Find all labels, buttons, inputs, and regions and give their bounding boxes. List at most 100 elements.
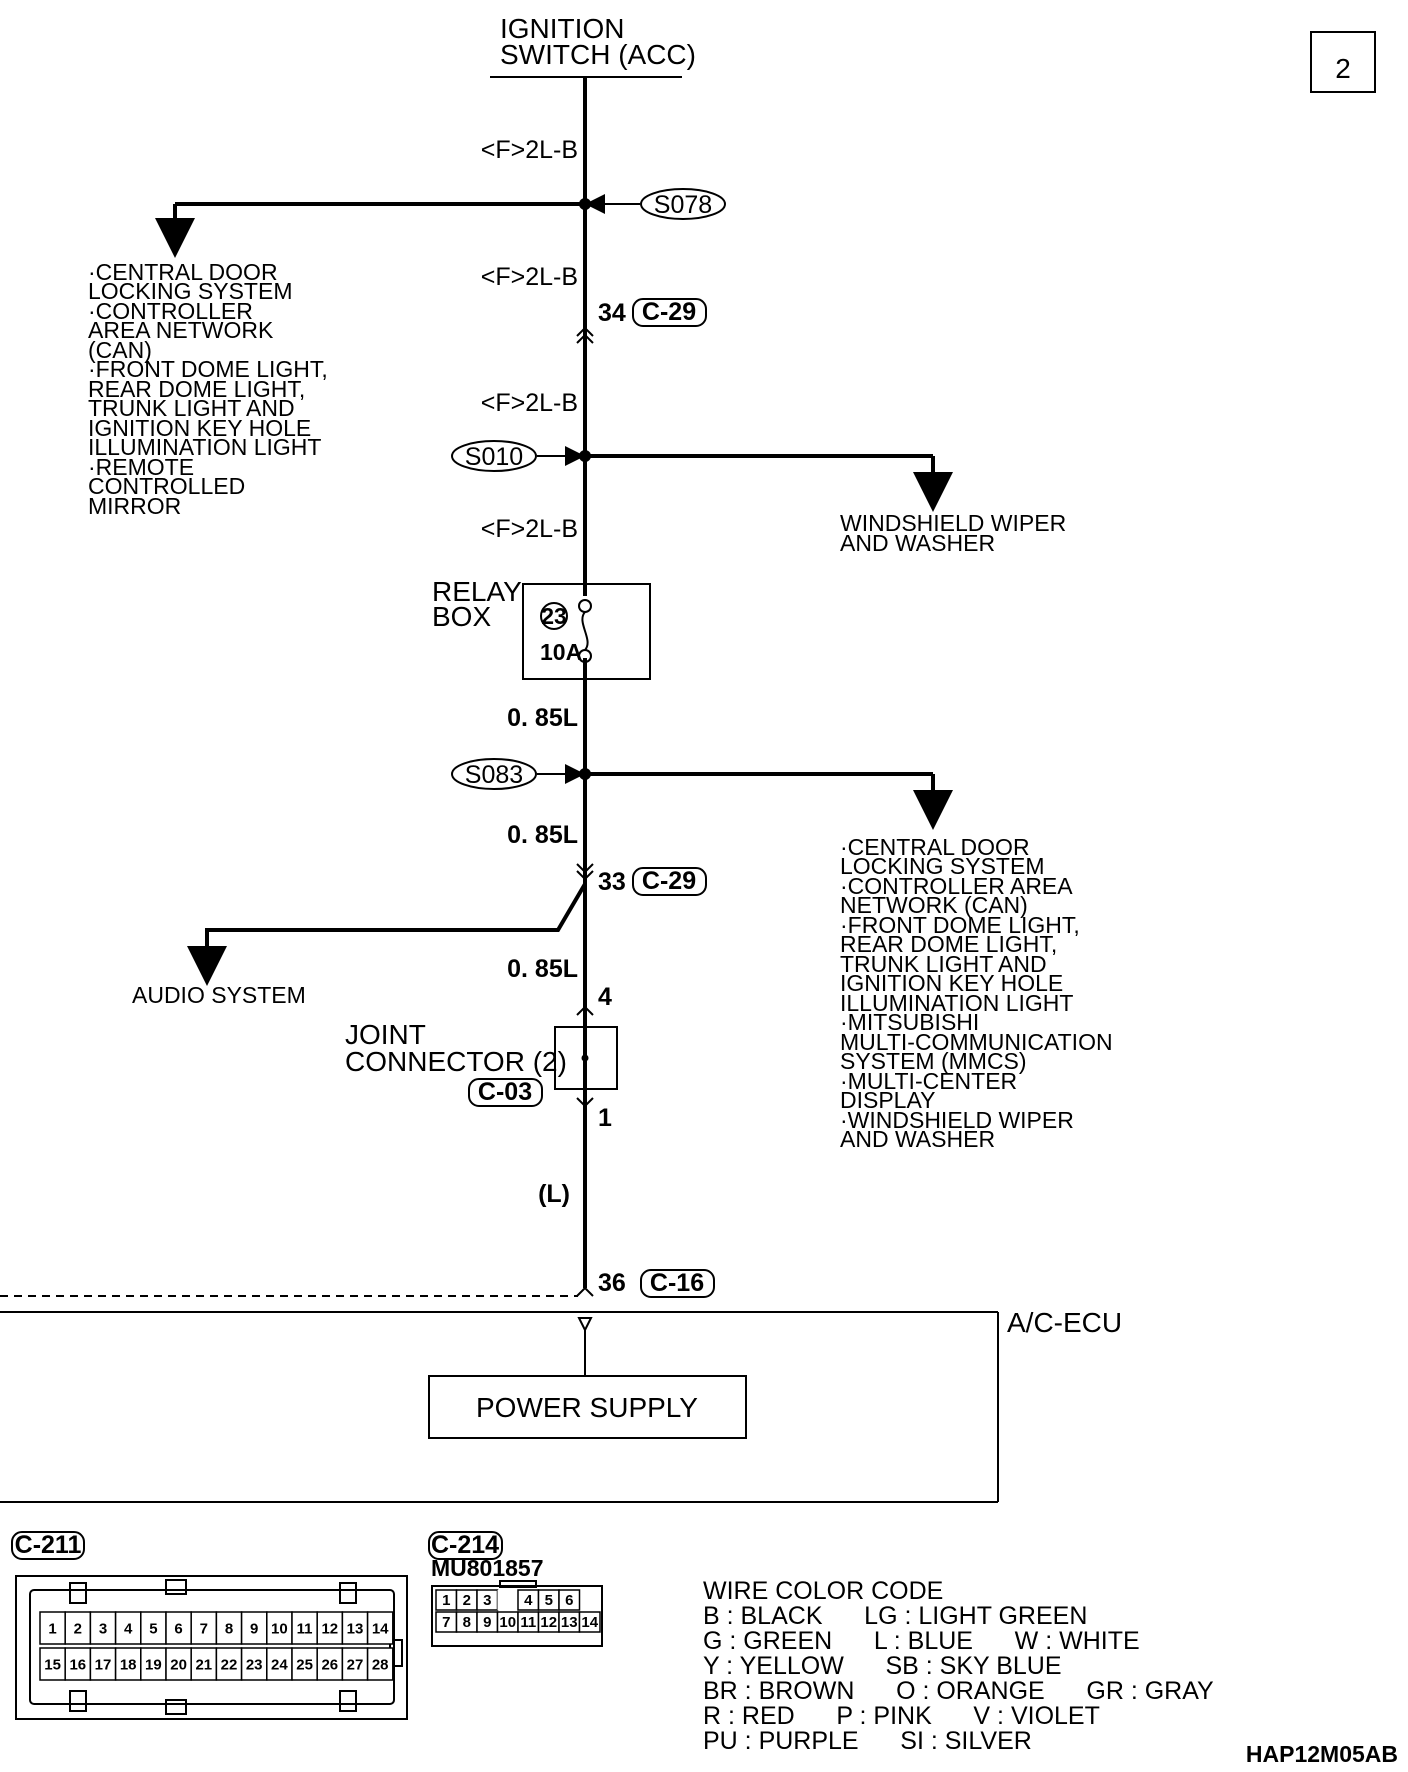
pin-number: 10	[499, 1614, 516, 1631]
c29-bottom-pin: 33	[598, 868, 626, 896]
right-branch-item: NETWORK (CAN)	[840, 892, 1028, 918]
relay-box-line1: RELAY	[432, 576, 522, 607]
right-branch-2-list: ·CENTRAL DOOR LOCKING SYSTEM ·CONTROLLER…	[840, 834, 1113, 1152]
right-branch-item: ·FRONT DOME LIGHT,	[840, 912, 1080, 938]
pin-number: 14	[581, 1614, 598, 1631]
splice-s083-label: S083	[465, 761, 523, 789]
pin-number: 28	[372, 1656, 389, 1673]
joint-code: C-03	[478, 1078, 532, 1106]
right-branch-1-line1: WINDSHIELD WIPER	[840, 510, 1066, 536]
right-branch-item: LOCKING SYSTEM	[840, 853, 1044, 879]
audio-branch: AUDIO SYSTEM	[132, 882, 587, 1008]
audio-label: AUDIO SYSTEM	[132, 982, 306, 1008]
left-branch-item: ILLUMINATION LIGHT	[88, 434, 321, 460]
pin-number: 9	[250, 1620, 258, 1637]
pin-number: 6	[565, 1592, 573, 1609]
c214-part: MU801857	[431, 1555, 544, 1581]
page-number: 2	[1335, 53, 1351, 84]
pin-cell	[558, 1589, 581, 1611]
pin-cell	[215, 1647, 243, 1681]
left-branch-item: (CAN)	[88, 337, 152, 363]
pin-number: 27	[347, 1656, 364, 1673]
right-branch-item: ILLUMINATION LIGHT	[840, 990, 1073, 1016]
pin-cell	[114, 1611, 142, 1645]
pin-cell	[316, 1611, 344, 1645]
c16-code: C-16	[650, 1269, 704, 1297]
joint-pin-out: 1	[598, 1104, 612, 1132]
wire-label-6: 0. 85L	[507, 821, 578, 849]
pin-cell	[165, 1611, 192, 1645]
pin-number: 9	[483, 1614, 491, 1631]
left-branch-item: REAR DOME LIGHT,	[88, 376, 305, 402]
pin-cell	[341, 1647, 369, 1681]
ecu-name: A/C-ECU	[1007, 1307, 1122, 1338]
pin-number: 13	[347, 1620, 364, 1637]
pin-number: 17	[95, 1656, 112, 1673]
left-branch-item: ·FRONT DOME LIGHT,	[88, 356, 328, 382]
pin-number: 7	[200, 1620, 208, 1637]
left-branch-item: MIRROR	[88, 493, 181, 519]
right-branch-item: REAR DOME LIGHT,	[840, 931, 1057, 957]
pin-number: 12	[540, 1614, 557, 1631]
left-branch-item: AREA NETWORK	[88, 317, 274, 343]
page-number-box: 2	[1310, 31, 1376, 93]
source-line2: SWITCH (ACC)	[500, 39, 696, 70]
pin-cell	[578, 1611, 601, 1633]
pin-number: 4	[524, 1592, 533, 1609]
c29-top-pin: 34	[598, 299, 626, 327]
splice-s010: S010	[451, 440, 953, 512]
pin-number: 11	[520, 1614, 536, 1631]
pin-cell	[190, 1647, 218, 1681]
right-branch-item: TRUNK LIGHT AND	[840, 951, 1047, 977]
c214-code: C-214	[431, 1531, 499, 1559]
pin-cell	[89, 1647, 117, 1681]
pin-number: 18	[120, 1656, 137, 1673]
pin-number: 5	[149, 1620, 157, 1637]
pin-cell	[64, 1611, 92, 1645]
left-branch-item: CONTROLLED	[88, 473, 245, 499]
pin-number: 24	[271, 1656, 288, 1673]
pin-number: 23	[246, 1656, 263, 1673]
pin-cell	[291, 1647, 318, 1681]
joint-connector: 4 1 JOINT CONNECTOR (2) C-03	[345, 983, 618, 1132]
right-branch-item: SYSTEM (MMCS)	[840, 1048, 1027, 1074]
fuse-number: 23	[541, 603, 567, 629]
wire-label-1: <F>2L-B	[481, 136, 578, 164]
pin-number: 11	[297, 1620, 313, 1637]
pin-cell	[366, 1647, 394, 1681]
left-branch-item: IGNITION KEY HOLE	[88, 415, 311, 441]
pin-number: 14	[372, 1620, 389, 1637]
splice-s078-label: S078	[654, 191, 712, 219]
c29-bottom-code: C-29	[642, 867, 696, 895]
pin-number: 13	[561, 1614, 578, 1631]
right-branch-item: AND WASHER	[840, 1126, 995, 1152]
left-branch-item: LOCKING SYSTEM	[88, 278, 292, 304]
wire-color-code: WIRE COLOR CODE B : BLACK LG : LIGHT GRE…	[703, 1577, 1214, 1755]
splice-s083: S083	[451, 758, 953, 830]
pin-cell	[140, 1647, 167, 1681]
right-branch-item: MULTI-COMMUNICATION	[840, 1029, 1113, 1055]
right-branch-item: ·MULTI-CENTER	[840, 1068, 1017, 1094]
pin-cell	[316, 1647, 344, 1681]
pin-cell	[266, 1611, 293, 1645]
pin-cell	[366, 1611, 394, 1645]
pin-number: 4	[124, 1620, 133, 1637]
wire-label-3: <F>2L-B	[481, 389, 578, 417]
pin-number: 3	[483, 1592, 491, 1609]
pin-cell	[341, 1611, 369, 1645]
pin-cell	[266, 1647, 293, 1681]
pin-number: 1	[48, 1620, 56, 1637]
pin-number: 22	[221, 1656, 238, 1673]
connector-c29-top: 34 C-29	[576, 298, 707, 344]
pin-number: 21	[195, 1656, 212, 1673]
relay-box-line2: BOX	[432, 601, 491, 632]
left-branch-item: ·CONTROLLER	[88, 298, 253, 324]
pin-cell	[215, 1611, 243, 1645]
left-branch-item: ·REMOTE	[88, 454, 194, 480]
right-branch-item: DISPLAY	[840, 1087, 935, 1113]
splice-s010-label: S010	[465, 443, 523, 471]
pin-number: 2	[463, 1592, 471, 1609]
